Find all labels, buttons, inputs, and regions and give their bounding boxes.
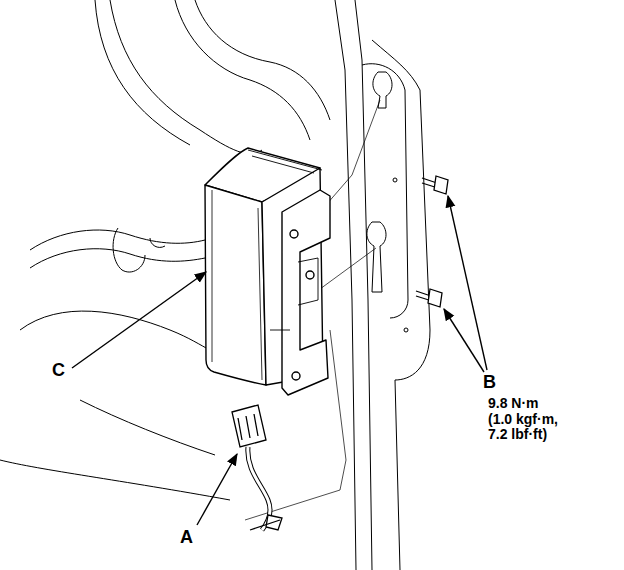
background-body [0, 0, 430, 570]
callout-letter: B [483, 372, 496, 392]
connector-harness [232, 405, 282, 530]
leader-line [72, 196, 487, 525]
module-unit [205, 148, 330, 395]
bolt [416, 176, 448, 307]
torque-spec: 9.8 N·m (1.0 kgf·m, 7.2 lbf·ft) [488, 396, 564, 443]
callout-letter: C [52, 360, 65, 380]
callout-letter: A [180, 527, 193, 547]
